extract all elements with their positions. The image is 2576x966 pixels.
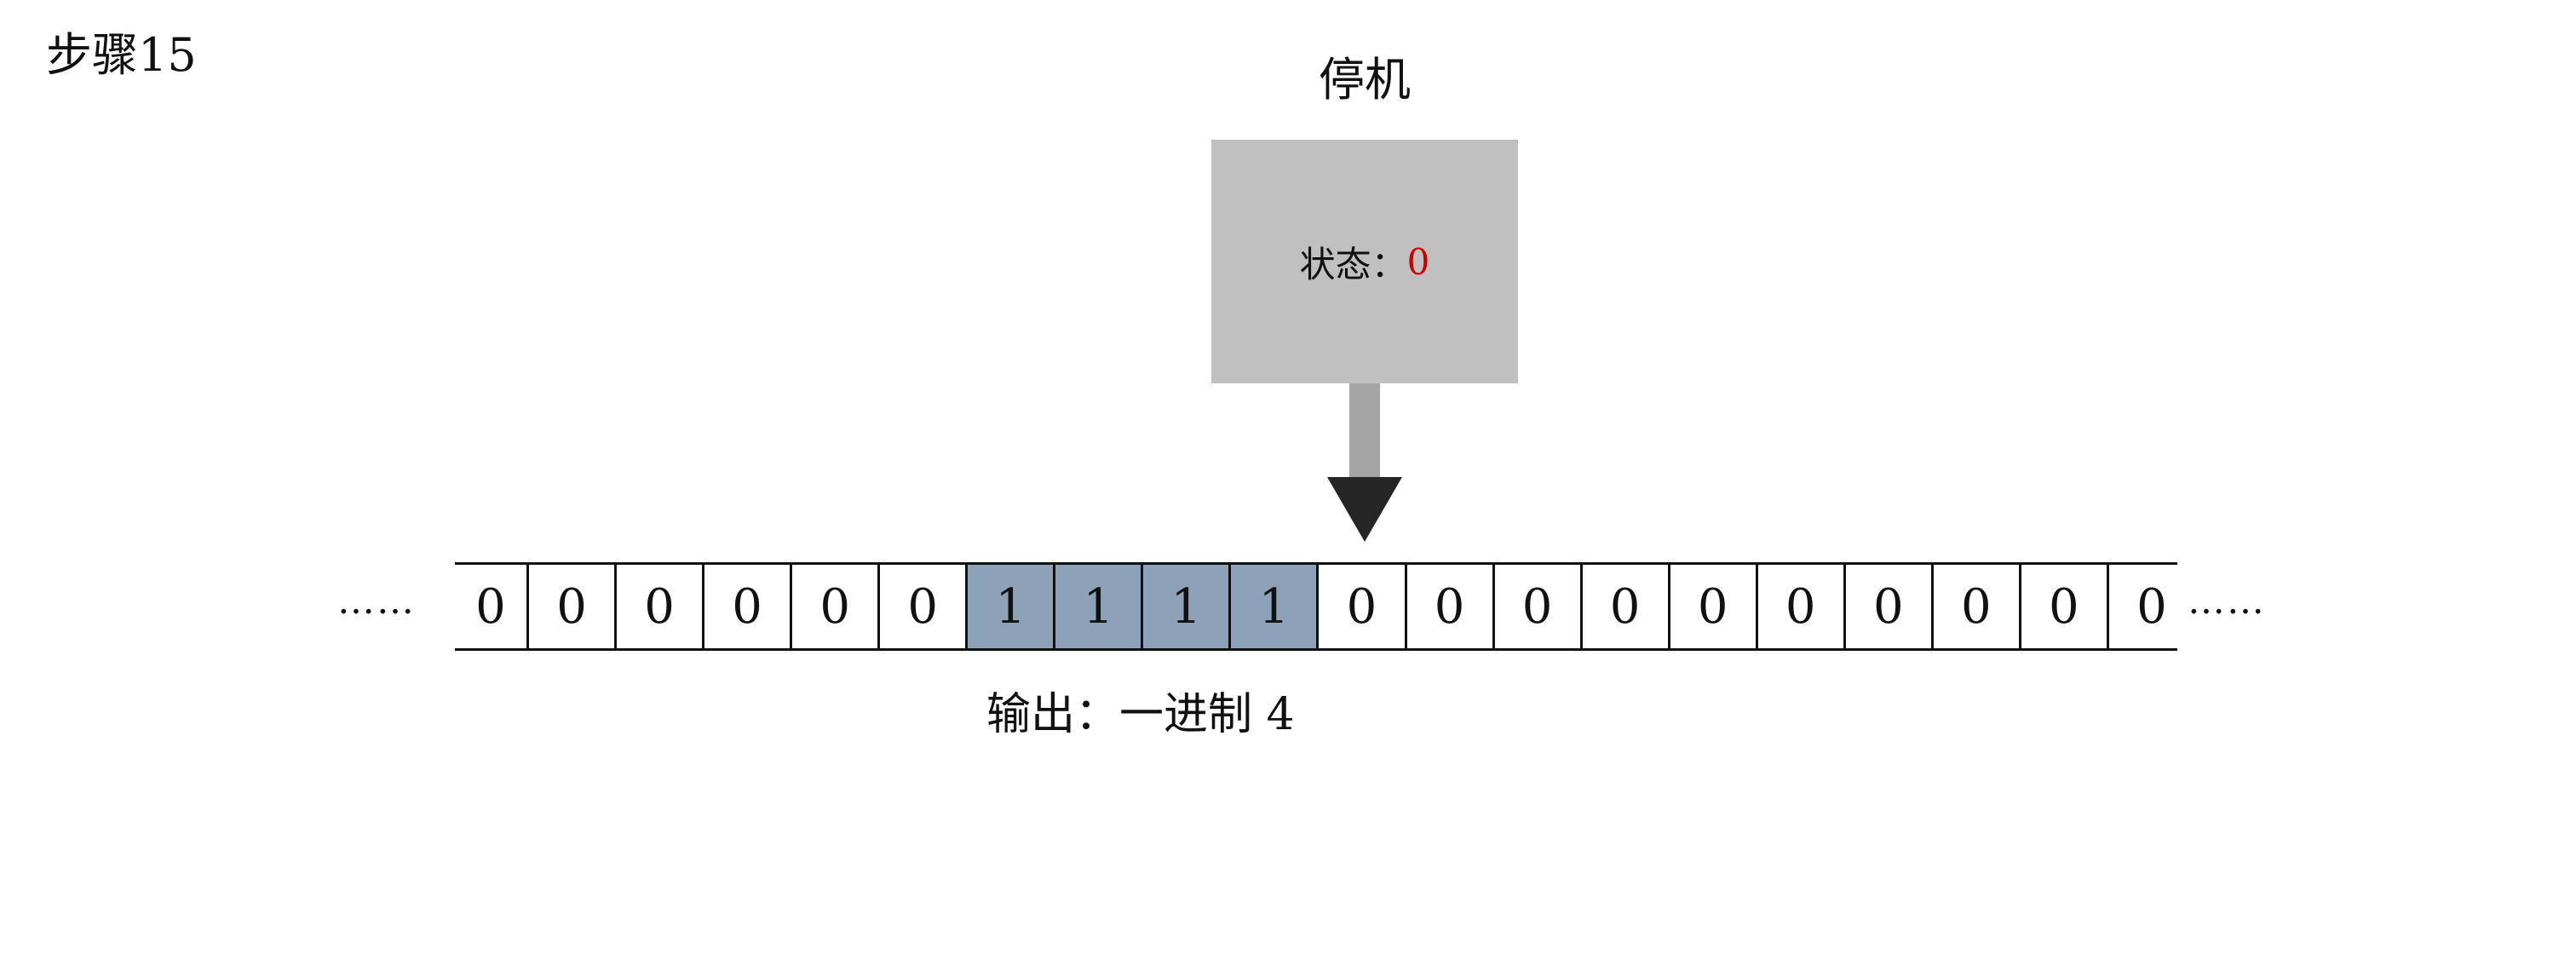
tape-cell: 0	[2106, 565, 2194, 648]
tape-cell: 0	[2018, 565, 2107, 648]
machine-status-title: 停机	[1319, 53, 1411, 106]
state-value: 0	[1406, 240, 1430, 283]
tape-right-ellipsis: ……	[2188, 579, 2266, 623]
tape-cell: 0	[1755, 565, 1843, 648]
tape-cell: 0	[877, 565, 965, 648]
tape-cell: 1	[1053, 565, 1141, 648]
tape-cell: 0	[1404, 565, 1492, 648]
tape-cell: 0	[1843, 565, 1931, 648]
tape-left-ellipsis: ……	[337, 579, 416, 623]
tape-cell: 0	[526, 565, 614, 648]
tape-cell: 0	[702, 565, 790, 648]
tape-cell: 1	[1141, 565, 1229, 648]
tape-cell: 0	[614, 565, 702, 648]
head-pointer-arrow-icon	[1327, 477, 1402, 542]
tape-cell: 0	[790, 565, 877, 648]
tape-cell: 0	[1316, 565, 1404, 648]
head-pointer-shaft	[1349, 383, 1380, 479]
tape-cell: 0	[1579, 565, 1668, 648]
tape-cell: 0	[1492, 565, 1580, 648]
output-label: 输出：一进制 4	[986, 689, 1295, 740]
tape-cell: 0	[475, 578, 506, 635]
tape-cell: 1	[965, 565, 1054, 648]
machine-head-box: 状态： 0	[1211, 140, 1518, 383]
tape-cell: 0	[1667, 565, 1756, 648]
tape-cell: 1	[1228, 565, 1317, 648]
step-label: 步骤15	[46, 28, 197, 82]
tape-cell: 0	[1930, 565, 2019, 648]
state-label: 状态：	[1299, 243, 1407, 285]
